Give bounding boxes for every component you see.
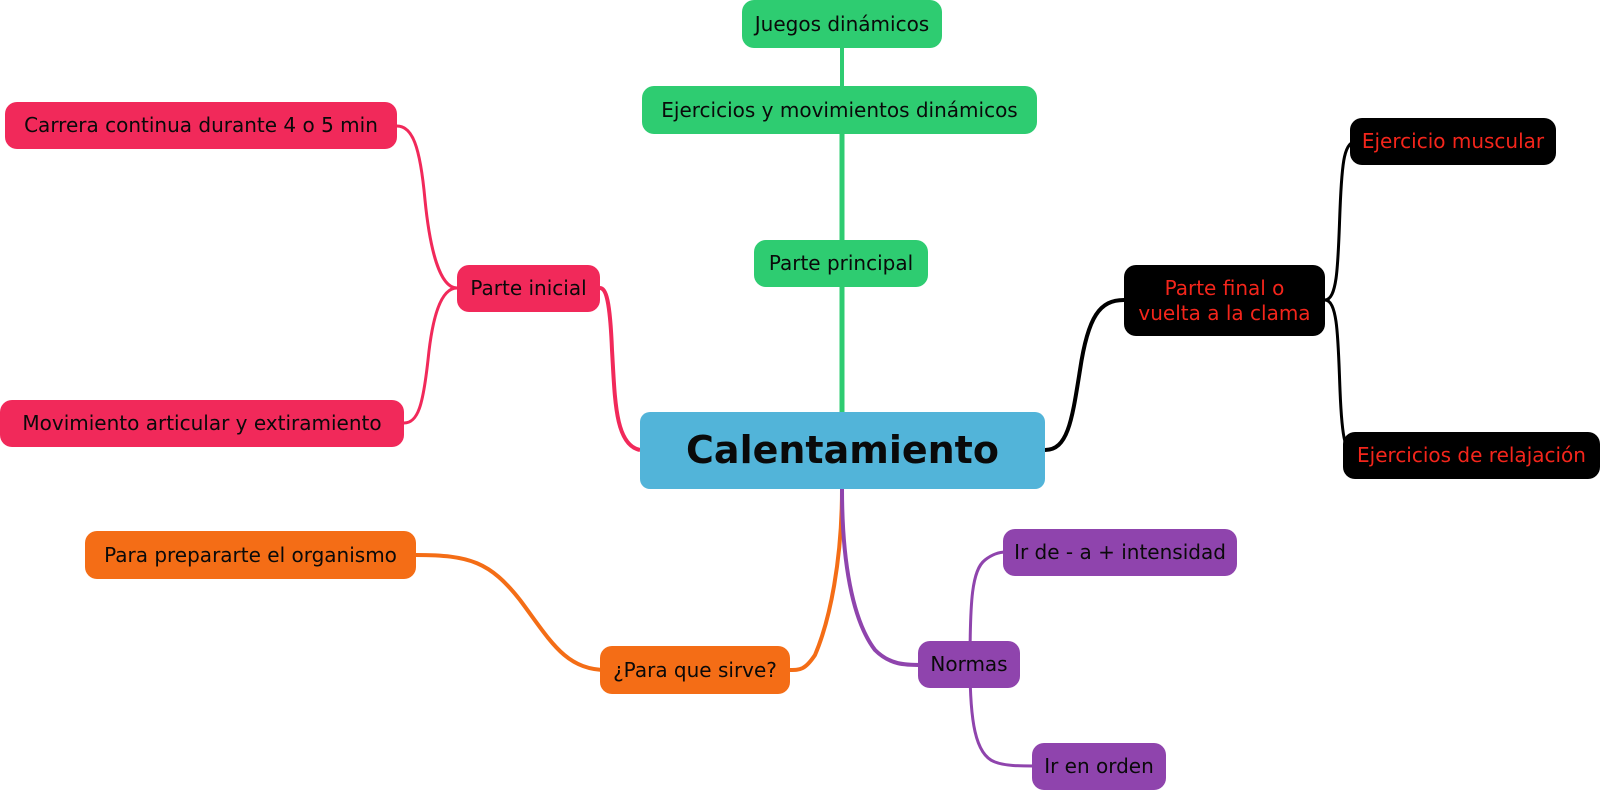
link-parte-inicial-carrera xyxy=(396,124,458,290)
node-ir-de-intensidad-label: Ir de - a + intensidad xyxy=(1014,540,1226,564)
node-ejercicios-movimientos-label: Ejercicios y movimientos dinámicos xyxy=(661,97,1018,122)
node-ejercicios-movimientos[interactable]: Ejercicios y movimientos dinámicos xyxy=(642,86,1037,134)
node-ir-en-orden[interactable]: Ir en orden xyxy=(1032,743,1166,790)
node-juegos-dinamicos[interactable]: Juegos dinámicos xyxy=(742,0,942,48)
node-ejercicio-muscular-label: Ejercicio muscular xyxy=(1361,129,1545,153)
node-normas-label: Normas xyxy=(930,652,1008,676)
node-para-que-sirve-label: ¿Para que sirve? xyxy=(613,657,777,682)
link-parte-inicial-movimiento xyxy=(403,286,458,425)
node-para-que-sirve[interactable]: ¿Para que sirve? xyxy=(600,646,790,694)
node-parte-principal-label: Parte principal xyxy=(768,251,914,275)
node-carrera-continua[interactable]: Carrera continua durante 4 o 5 min xyxy=(5,102,397,149)
node-movimiento-articular-label: Movimiento articular y extiramiento xyxy=(22,411,382,435)
node-parte-inicial-label: Parte inicial xyxy=(470,276,587,300)
node-ir-de-intensidad[interactable]: Ir de - a + intensidad xyxy=(1003,529,1237,576)
node-parte-inicial[interactable]: Parte inicial xyxy=(457,265,600,312)
node-movimiento-articular[interactable]: Movimiento articular y extiramiento xyxy=(0,400,404,447)
link-central-parte-inicial xyxy=(599,286,641,452)
node-parte-final-label-line2: vuelta a la clama xyxy=(1138,300,1311,325)
node-para-prepararte-label: Para prepararte el organismo xyxy=(104,542,397,567)
node-parte-final-label-line1: Parte final o xyxy=(1164,275,1285,300)
node-ejercicio-muscular[interactable]: Ejercicio muscular xyxy=(1350,118,1556,165)
node-para-prepararte[interactable]: Para prepararte el organismo xyxy=(85,531,416,579)
central-topic[interactable]: Calentamiento xyxy=(640,412,1045,489)
node-carrera-continua-label: Carrera continua durante 4 o 5 min xyxy=(24,113,378,137)
link-central-normas xyxy=(840,488,923,667)
link-central-parte-final xyxy=(1044,298,1125,452)
node-parte-principal[interactable]: Parte principal xyxy=(754,240,928,287)
link-normas-intensidad xyxy=(968,550,1007,666)
link-central-para-que-sirve xyxy=(789,488,844,672)
node-ir-en-orden-label: Ir en orden xyxy=(1044,754,1154,778)
node-ejercicios-relajacion[interactable]: Ejercicios de relajación xyxy=(1343,432,1600,479)
link-parte-final-muscular xyxy=(1324,139,1359,302)
node-parte-final[interactable]: Parte final o vuelta a la clama xyxy=(1124,265,1325,336)
link-normas-orden xyxy=(968,664,1035,768)
node-normas[interactable]: Normas xyxy=(918,641,1020,688)
node-ejercicios-relajacion-label: Ejercicios de relajación xyxy=(1357,443,1586,467)
node-juegos-dinamicos-label: Juegos dinámicos xyxy=(754,11,930,36)
link-para-que-sirve-organismo xyxy=(415,553,607,672)
central-topic-label: Calentamiento xyxy=(686,428,999,472)
